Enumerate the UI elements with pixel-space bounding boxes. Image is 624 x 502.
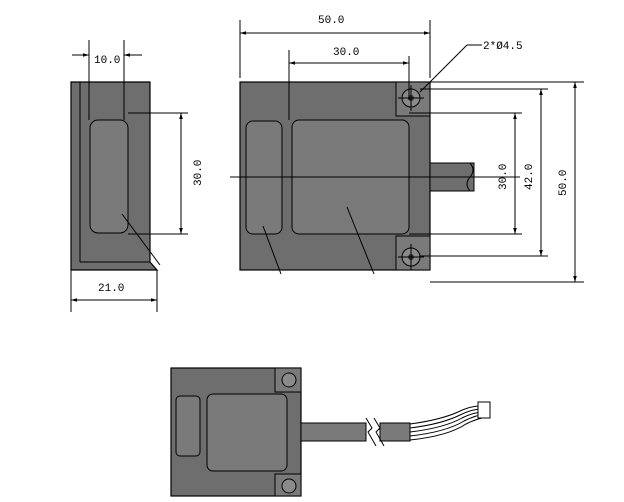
dim-side-top-width: 10.0 <box>94 55 120 67</box>
connector <box>477 401 491 419</box>
perspective-hole-top <box>281 372 297 388</box>
perspective-view <box>170 367 491 497</box>
front-view: 50.0 30.0 2*Ø4.5 30.0 42.0 50.0 <box>230 15 584 283</box>
dim-side-height: 30.0 <box>193 160 205 186</box>
dim-front-pad-height: 30.0 <box>498 164 510 190</box>
perspective-small-pad <box>175 395 201 457</box>
dim-front-overall-height: 50.0 <box>558 170 570 196</box>
side-view-window <box>89 119 129 234</box>
dim-front-pad-width: 30.0 <box>333 47 359 59</box>
dim-hole-callout: 2*Ø4.5 <box>483 41 523 53</box>
perspective-cable <box>300 422 367 442</box>
perspective-large-pad <box>206 393 288 472</box>
dim-side-bottom-width: 21.0 <box>98 283 124 295</box>
perspective-hole-bottom <box>281 478 297 494</box>
dim-front-overall-width: 50.0 <box>318 15 344 27</box>
dim-hole-spacing: 42.0 <box>524 164 536 190</box>
side-view: 10.0 30.0 21.0 <box>70 40 205 312</box>
